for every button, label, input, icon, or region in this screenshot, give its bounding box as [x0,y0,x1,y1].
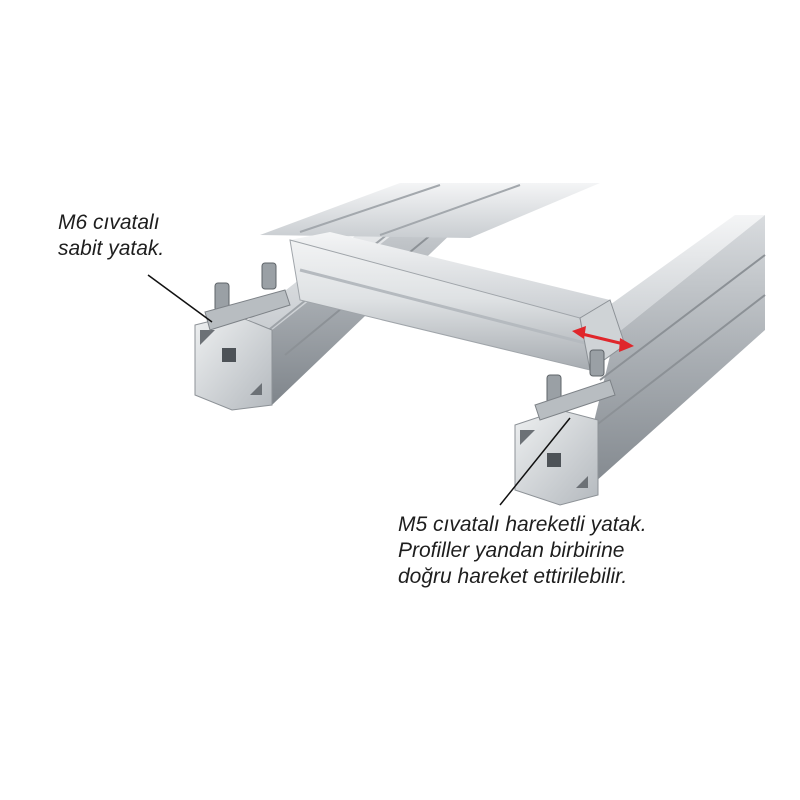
annotation-line: Profiller yandan birbirine [398,539,625,562]
sliding-bearing-annotation: M5 cıvatalı hareketli yatak. Profiller y… [398,512,647,590]
annotation-line: sabit yatak. [58,237,165,260]
fixed-bearing-leader-line [147,274,213,323]
movement-arrow-icon [572,326,634,352]
top-rail-profile [260,183,600,238]
fixed-bearing-bolts [204,262,291,331]
sliding-bearing-leader-line [499,417,571,506]
annotation-line: doğru hareket ettirilebilir. [398,565,628,588]
cross-beam-profile [289,232,626,371]
annotation-line: M5 cıvatalı hareketli yatak. [398,513,647,536]
sliding-bearing-bolts [534,349,616,421]
right-rail-profile [514,215,766,506]
annotation-line: M6 cıvatalı [58,211,160,234]
fixed-bearing-annotation: M6 cıvatalı sabit yatak. [58,210,164,262]
